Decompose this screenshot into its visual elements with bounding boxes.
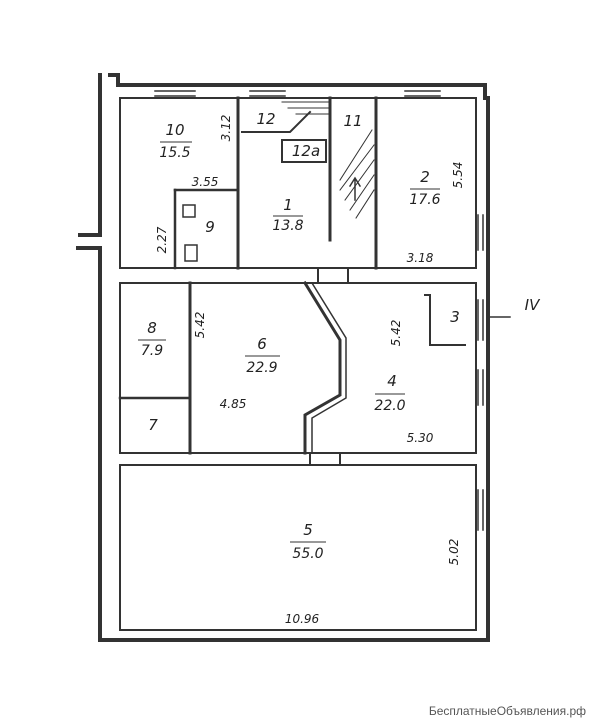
room-4-area: 22.0 — [374, 398, 405, 414]
watermark: БесплатныеОбъявления.рф — [428, 704, 586, 718]
room-12a-number: 12a — [292, 142, 320, 160]
room-6-area: 22.9 — [246, 360, 277, 376]
stairs-12 — [281, 101, 331, 115]
fixture-9 — [182, 204, 196, 218]
room-10-number: 10 — [165, 121, 184, 139]
room-1-number: 1 — [283, 196, 293, 214]
dimension-5-02: 5.02 — [447, 539, 461, 566]
outer-wall-west — [78, 73, 102, 237]
section-mark: IV — [525, 296, 541, 314]
wall-6-4-bend-inner — [310, 281, 347, 454]
room-3-number: 3 — [450, 308, 460, 326]
dimension-10-96: 10.96 — [285, 612, 320, 626]
dimension-4-85: 4.85 — [220, 397, 247, 411]
dimension-3-18: 3.18 — [407, 251, 434, 265]
window-east-2 — [477, 214, 489, 251]
dimension-5-42-left: 5.42 — [193, 312, 207, 339]
room-12-number: 12 — [256, 110, 275, 128]
window-top-mid — [249, 85, 286, 97]
dimension-5-30: 5.30 — [407, 431, 434, 445]
room-9-number: 9 — [205, 218, 215, 236]
middle-block — [119, 282, 477, 454]
window-east-4 — [477, 369, 489, 406]
dimension-3-55: 3.55 — [192, 175, 219, 189]
outer-wall-inner — [119, 97, 477, 269]
room-10-area: 15.5 — [159, 145, 190, 161]
fixture-9b — [184, 244, 198, 262]
wall-12a — [281, 139, 327, 163]
arrow-11 — [348, 176, 362, 201]
stairs-11 — [339, 129, 375, 219]
room-2-number: 2 — [420, 168, 430, 186]
room-2-area: 17.6 — [409, 192, 440, 208]
room-7-number: 7 — [148, 416, 158, 434]
wall-room-3 — [424, 294, 466, 346]
wall-12 — [241, 110, 312, 133]
dimension-5-42-right: 5.42 — [389, 320, 403, 347]
window-top-left — [154, 85, 196, 97]
room-8-area: 7.9 — [141, 343, 163, 359]
room-1-area: 13.8 — [272, 218, 303, 234]
room-11-number: 11 — [343, 112, 362, 130]
room-5-area: 55.0 — [292, 546, 323, 562]
room-4-number: 4 — [387, 372, 397, 390]
dimension-3-12: 3.12 — [219, 115, 233, 142]
wall-6-4-bend — [302, 280, 342, 455]
dimension-2-27: 2.27 — [155, 226, 169, 253]
room-5-number: 5 — [303, 521, 313, 539]
room-6-number: 6 — [257, 335, 267, 353]
outer-wall — [76, 73, 490, 642]
room-8-number: 8 — [147, 319, 157, 337]
window-east-5 — [477, 489, 489, 531]
window-east-3 — [477, 299, 489, 341]
window-top-right — [404, 85, 441, 97]
dimension-5-54: 5.54 — [451, 162, 465, 189]
room-5-walls — [119, 464, 477, 631]
